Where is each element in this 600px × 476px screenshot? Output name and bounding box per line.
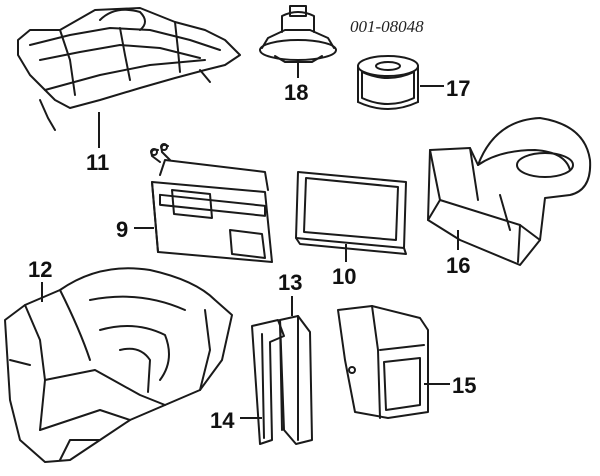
callout-11: 11 <box>86 150 109 175</box>
callout-14: 14 <box>210 408 235 433</box>
callout-16: 16 <box>446 253 470 278</box>
callout-17: 17 <box>446 76 470 101</box>
callout-15: 15 <box>452 373 476 398</box>
callout-18: 18 <box>284 80 308 105</box>
part-14-seal <box>251 319 285 445</box>
callout-9: 9 <box>116 217 128 242</box>
part-15-duct <box>337 305 429 419</box>
part-16-blower-housing <box>427 117 592 266</box>
part-10-air-filter <box>295 171 407 255</box>
callout-10: 10 <box>332 264 356 289</box>
callout-13: 13 <box>278 270 302 295</box>
part-11-upper-housing <box>17 7 241 131</box>
part-17-blower-wheel <box>357 55 419 110</box>
callout-12: 12 <box>28 257 52 282</box>
part-18-blower-motor <box>259 5 337 63</box>
part-9-heater-core <box>150 143 273 263</box>
document-id: 001-08048 <box>350 17 424 36</box>
part-13-evaporator <box>279 315 313 445</box>
part-12-lower-housing <box>4 267 233 463</box>
